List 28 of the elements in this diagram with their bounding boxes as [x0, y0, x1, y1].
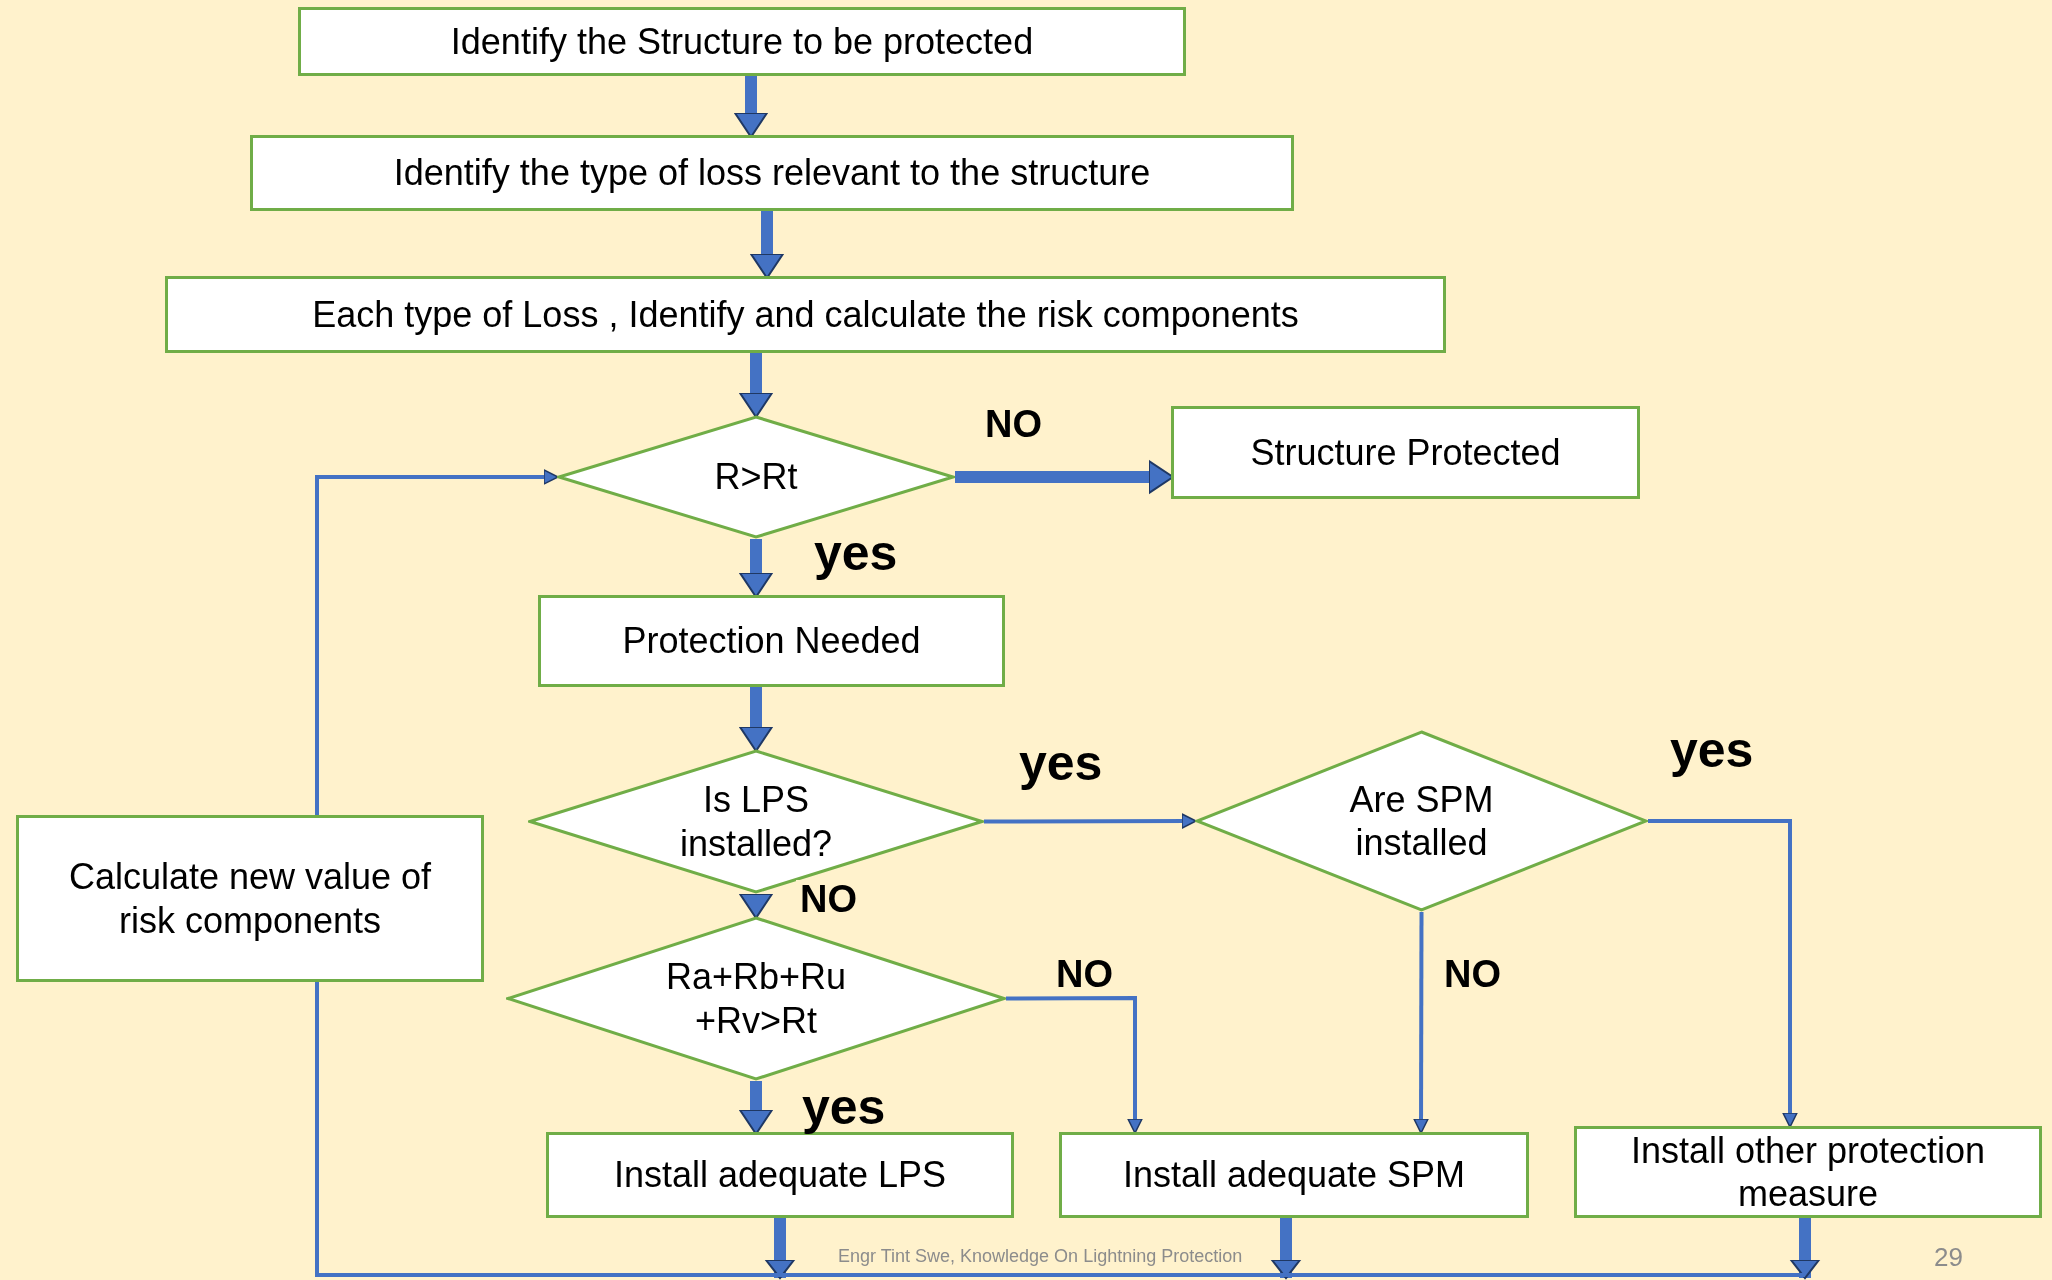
block-arrow	[1790, 1218, 1820, 1279]
connector-arrow	[984, 813, 1197, 829]
decision-text: R>Rt	[714, 455, 798, 499]
block-arrow	[739, 687, 773, 752]
process-box: Each type of Loss , Identify and calculate the risk components	[165, 276, 1446, 353]
connector-arrow	[315, 469, 559, 815]
process-box: Identify the Structure to be protected	[298, 7, 1186, 76]
process-box: Identify the type of loss relevant to the structure	[250, 135, 1294, 211]
process-box: Structure Protected	[1171, 406, 1640, 499]
process-box: Protection Needed	[538, 595, 1005, 687]
block-arrow	[765, 1218, 795, 1279]
connector-arrow	[1413, 912, 1429, 1134]
page-number: 29	[1934, 1244, 1963, 1270]
block-arrow	[739, 353, 773, 418]
block-arrow	[739, 893, 773, 919]
decision-text: Is LPS installed?	[678, 778, 834, 865]
decision-diamond	[557, 415, 955, 539]
process-box: Install adequate SPM	[1059, 1132, 1529, 1218]
connector-arrow	[1006, 996, 1143, 1134]
process-box: Install other protection measure	[1574, 1126, 2042, 1218]
footer-text: Engr Tint Swe, Knowledge On Lightning Protection	[838, 1247, 1243, 1265]
connector-arrow	[1648, 819, 1798, 1128]
decision-text: Are SPM installed	[1348, 777, 1495, 865]
decision-diamond	[1195, 730, 1648, 912]
decision-diamond	[506, 916, 1006, 1081]
decision-text: Ra+Rb+Ru +Rv>Rt	[664, 955, 848, 1042]
block-arrow	[1271, 1218, 1301, 1279]
process-box: Calculate new value of risk components	[16, 815, 484, 982]
